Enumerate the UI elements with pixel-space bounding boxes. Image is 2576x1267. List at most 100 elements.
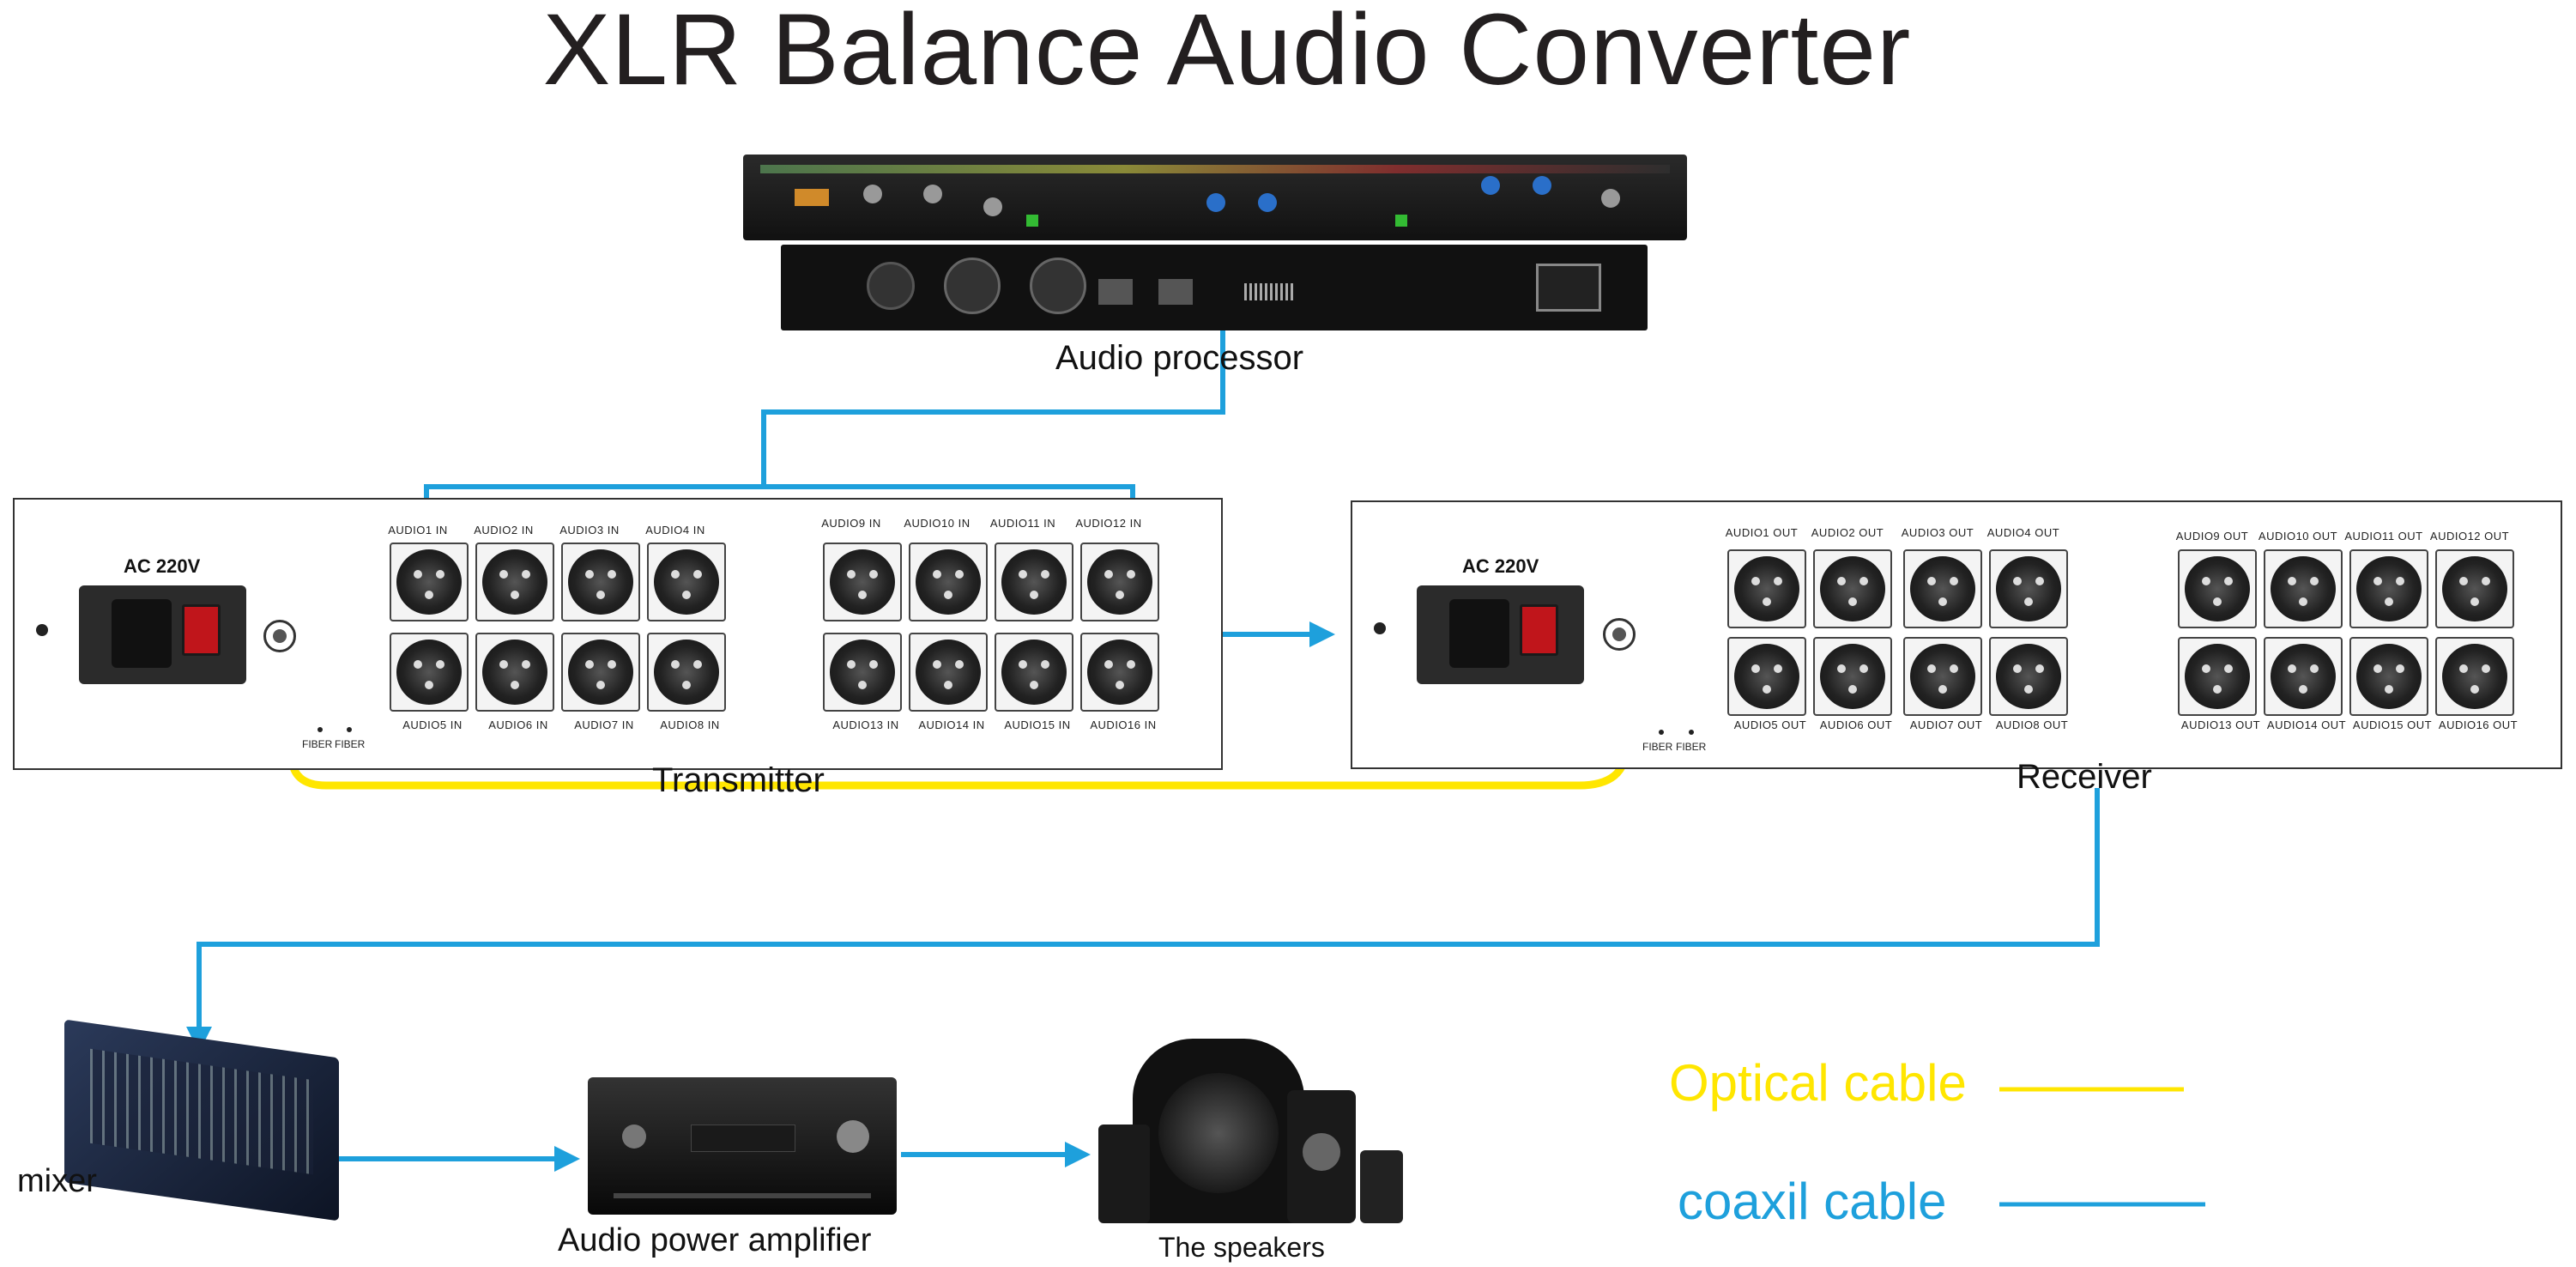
power-socket — [112, 599, 172, 668]
port-label: AUDIO3 OUT — [1901, 526, 1974, 539]
port-label: AUDIO12 OUT — [2429, 530, 2510, 543]
speakers-device — [1098, 1039, 1416, 1228]
port-label: AUDIO1 IN — [388, 524, 448, 537]
port-label: AUDIO10 IN — [904, 517, 971, 530]
xlr-input-jack — [909, 543, 988, 621]
amplifier-device — [588, 1077, 897, 1215]
power-socket — [1449, 599, 1509, 668]
audio-processor-front-panel — [743, 155, 1687, 240]
xlr-output-jack — [1903, 637, 1982, 716]
legend-optical-label: Optical cable — [1669, 1054, 1967, 1112]
xlr-input-jack — [823, 543, 902, 621]
receiver-panel: AC 220V AUDIO1 OUT AUDIO2 OUT AUDIO3 OUT… — [1351, 500, 2562, 769]
port-label: AUDIO16 OUT — [2438, 718, 2519, 731]
xlr-input-jack — [995, 633, 1073, 712]
port-label: AUDIO9 OUT — [2175, 530, 2249, 543]
port-label: AUDIO13 OUT — [2180, 718, 2261, 731]
xlr-input-jack — [1080, 633, 1159, 712]
xlr-output-jack — [1727, 637, 1806, 716]
xlr-input-jack — [909, 633, 988, 712]
xlr-output-jack — [1813, 637, 1892, 716]
port-label: AUDIO4 IN — [645, 524, 705, 537]
legend-coax-label: coaxil cable — [1678, 1173, 1947, 1230]
fiber-port-label: FIBER — [302, 738, 333, 750]
diagram-title: XLR Balance Audio Converter — [542, 0, 1912, 106]
fiber-port-label: FIBER — [1676, 741, 1707, 753]
port-label: AUDIO15 IN — [1004, 718, 1071, 731]
power-module — [79, 585, 246, 684]
ground-screw — [1374, 622, 1386, 634]
xlr-input-jack — [823, 633, 902, 712]
audio-processor-label: Audio processor — [1055, 339, 1304, 377]
coax-connector — [263, 620, 296, 652]
port-label: AUDIO6 IN — [488, 718, 548, 731]
port-label: AUDIO11 OUT — [2344, 530, 2423, 543]
xlr-output-jack — [2178, 637, 2257, 716]
mixer-device — [64, 1019, 339, 1222]
coax-connector — [1603, 618, 1636, 651]
port-label: AUDIO2 OUT — [1811, 526, 1884, 539]
xlr-input-jack — [390, 633, 469, 712]
port-label: AUDIO4 OUT — [1986, 526, 2060, 539]
fiber-port-dot — [1689, 730, 1694, 735]
amplifier-label: Audio power amplifier — [558, 1222, 872, 1258]
xlr-input-jack — [1080, 543, 1159, 621]
port-label: AUDIO7 OUT — [1909, 718, 1983, 731]
port-label: AUDIO13 IN — [832, 718, 899, 731]
coax-cable-receiver — [186, 788, 2100, 1052]
speakers-label: The speakers — [1158, 1232, 1325, 1263]
xlr-input-jack — [561, 543, 640, 621]
port-label: AUDIO8 IN — [660, 718, 720, 731]
receiver-label: Receiver — [2017, 758, 2152, 796]
port-label: AUDIO5 OUT — [1733, 718, 1807, 731]
fiber-port-dot — [1659, 730, 1664, 735]
xlr-output-jack — [2349, 549, 2428, 628]
xlr-input-jack — [995, 543, 1073, 621]
xlr-output-jack — [1989, 637, 2068, 716]
port-label: AUDIO5 IN — [402, 718, 463, 731]
xlr-output-jack — [1727, 549, 1806, 628]
transmitter-label: Transmitter — [652, 761, 825, 799]
port-label: AUDIO7 IN — [574, 718, 634, 731]
xlr-output-jack — [2435, 549, 2514, 628]
xlr-input-jack — [390, 543, 469, 621]
fiber-port-dot — [347, 727, 352, 732]
fiber-port-dot — [317, 727, 323, 732]
power-module — [1417, 585, 1584, 684]
xlr-input-jack — [475, 633, 554, 712]
xlr-input-jack — [647, 633, 726, 712]
xlr-output-jack — [1903, 549, 1982, 628]
port-label: AUDIO1 OUT — [1725, 526, 1799, 539]
xlr-output-jack — [2349, 637, 2428, 716]
port-label: AUDIO14 IN — [918, 718, 985, 731]
power-switch[interactable] — [182, 604, 221, 656]
port-label: AUDIO14 OUT — [2266, 718, 2347, 731]
xlr-output-jack — [2435, 637, 2514, 716]
port-label: AUDIO16 IN — [1090, 718, 1157, 731]
port-label: AUDIO8 OUT — [1995, 718, 2069, 731]
coax-cable-processor — [761, 319, 1225, 485]
ground-screw — [36, 624, 48, 636]
port-label: AUDIO11 IN — [989, 517, 1056, 530]
xlr-input-jack — [647, 543, 726, 621]
audio-processor-rear-panel — [781, 245, 1648, 330]
xlr-output-jack — [2264, 549, 2343, 628]
fiber-port-label: FIBER — [1642, 741, 1673, 753]
port-label: AUDIO10 OUT — [2258, 530, 2338, 543]
transmitter-panel: AC 220V AUDIO1 IN AUDIO2 IN AUDIO3 IN AU… — [13, 498, 1223, 770]
port-label: AUDIO12 IN — [1075, 517, 1142, 530]
xlr-output-jack — [1989, 549, 2068, 628]
mixer-label: mixer — [17, 1163, 97, 1199]
xlr-output-jack — [1813, 549, 1892, 628]
xlr-input-jack — [561, 633, 640, 712]
ac-label: AC 220V — [1462, 555, 1539, 577]
xlr-input-jack — [475, 543, 554, 621]
power-switch[interactable] — [1520, 604, 1558, 656]
fiber-port-label: FIBER — [335, 738, 366, 750]
port-label: AUDIO15 OUT — [2352, 718, 2433, 731]
ac-label: AC 220V — [124, 555, 201, 577]
port-label: AUDIO2 IN — [474, 524, 534, 537]
port-label: AUDIO6 OUT — [1819, 718, 1893, 731]
xlr-output-jack — [2264, 637, 2343, 716]
xlr-output-jack — [2178, 549, 2257, 628]
